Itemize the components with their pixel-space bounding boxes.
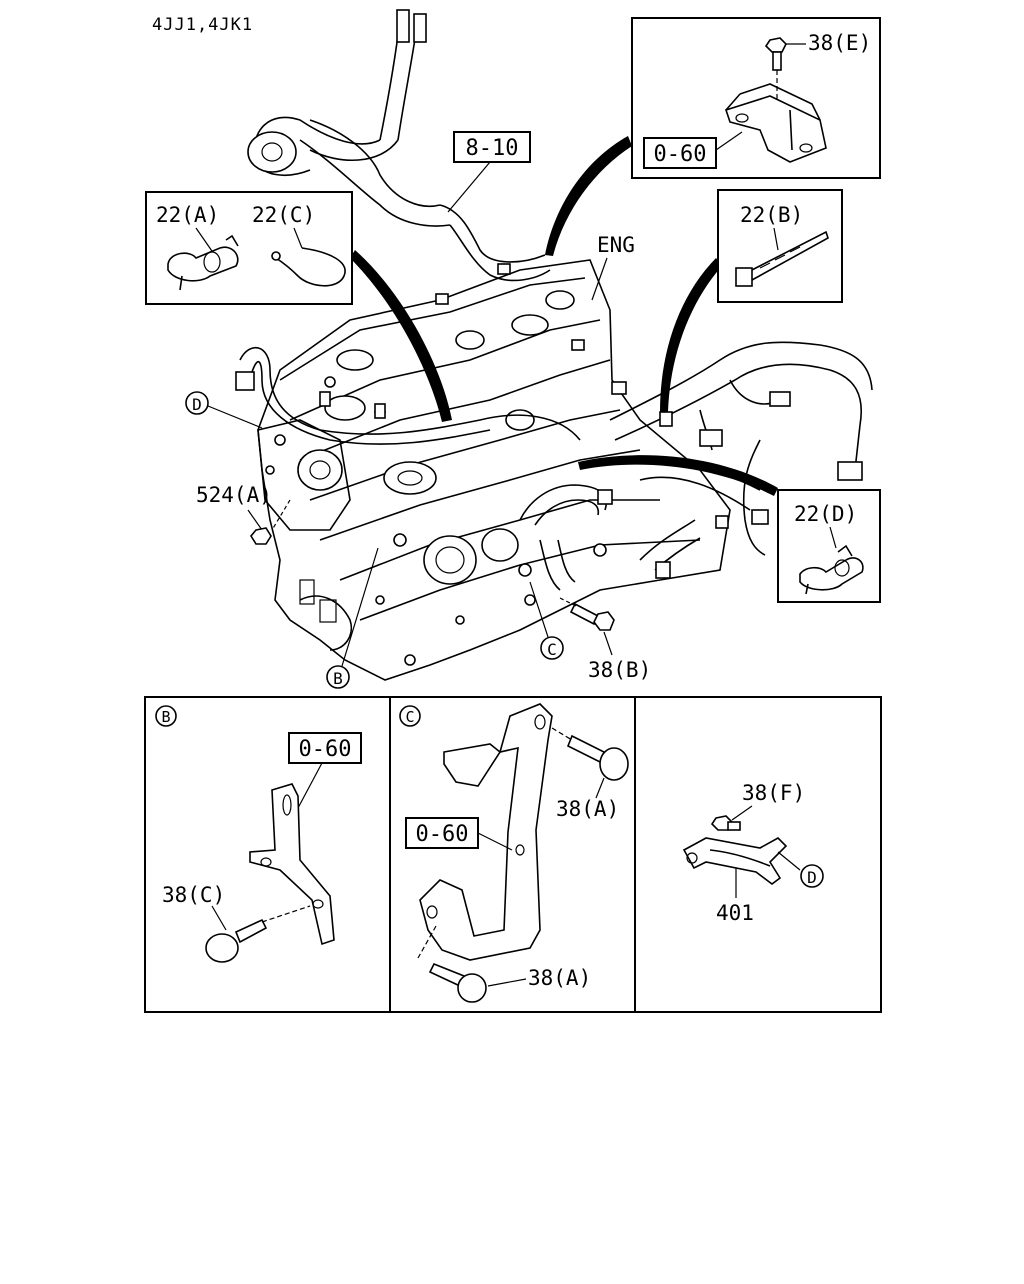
part-label-401: 401	[716, 901, 754, 925]
callout-b-main	[326, 665, 350, 689]
bolt-label-38a-top: 38(A)	[556, 797, 619, 821]
detail-b-marker	[155, 705, 177, 727]
bracket-0-60-c	[419, 703, 553, 961]
bracket-0-60-top	[724, 83, 827, 163]
detail-b-marker-letter: B	[161, 708, 170, 726]
detail-c-marker-letter: C	[405, 708, 414, 726]
ref-label-0-60-c: 0-60	[416, 822, 469, 847]
ref-box-8-10	[453, 131, 531, 163]
clip-label-22a: 22(A)	[156, 203, 219, 227]
detail-c-panel: C 0-60 38(A) 38(A)	[399, 703, 629, 1003]
bolt-label-38e: 38(E)	[808, 31, 871, 55]
model-header: 4JJ1,4JK1	[152, 15, 253, 35]
callout-c-letter: C	[547, 640, 557, 659]
detail-c-marker	[399, 705, 421, 727]
nut-524a	[250, 527, 272, 545]
bolt-label-38f: 38(F)	[742, 781, 805, 805]
detail-d-panel: 38(F) D 401	[682, 781, 824, 925]
bolt-38a-top	[551, 727, 629, 781]
nut-label-524a: 524(A)	[196, 483, 272, 507]
leader-swoosh-clips	[350, 250, 452, 422]
bolt-label-38c: 38(C)	[162, 883, 225, 907]
cable-tie-22b	[735, 230, 829, 287]
ref-box-0-60-b	[288, 732, 362, 764]
ref-label-0-60-b: 0-60	[299, 737, 352, 762]
clip-label-22c: 22(C)	[252, 203, 315, 227]
detail-b-panel: B 0-60 38(C)	[155, 705, 362, 963]
bolt-38c	[205, 905, 311, 963]
callout-b-letter: B	[333, 669, 343, 688]
clamp-401	[682, 837, 788, 885]
bolt-38f	[710, 815, 741, 831]
bolt-label-38b: 38(B)	[588, 658, 651, 682]
detail-d-callout-letter: D	[807, 868, 817, 887]
bolt-label-38a-bottom: 38(A)	[528, 966, 591, 990]
clip-label-22d: 22(D)	[794, 502, 857, 526]
ref-box-0-60-e	[643, 137, 717, 169]
clip-22a	[167, 234, 239, 291]
leader-swoosh-clip-d	[578, 455, 778, 496]
eng-label: ENG	[597, 233, 635, 257]
callout-c-main	[540, 636, 564, 660]
callout-d-letter: D	[192, 395, 202, 414]
ref-label-0-60-e: 0-60	[654, 142, 707, 167]
leader-swoosh-tie	[660, 258, 722, 412]
detail-d-callout	[800, 864, 824, 888]
bolt-38e	[764, 37, 787, 71]
bolt-38a-bottom	[417, 925, 487, 1003]
leader-swoosh-bracket	[545, 136, 632, 256]
tie-label-22b: 22(B)	[740, 203, 803, 227]
clip-22d	[799, 544, 864, 595]
bracket-0-60-b	[249, 783, 335, 946]
ref-label-8-10: 8-10	[466, 136, 519, 161]
clip-22c	[271, 247, 346, 287]
callout-d-main	[185, 391, 209, 415]
engine-illustration	[235, 9, 873, 681]
bolt-38b	[559, 597, 615, 631]
detail-panels-frame	[144, 696, 882, 1013]
